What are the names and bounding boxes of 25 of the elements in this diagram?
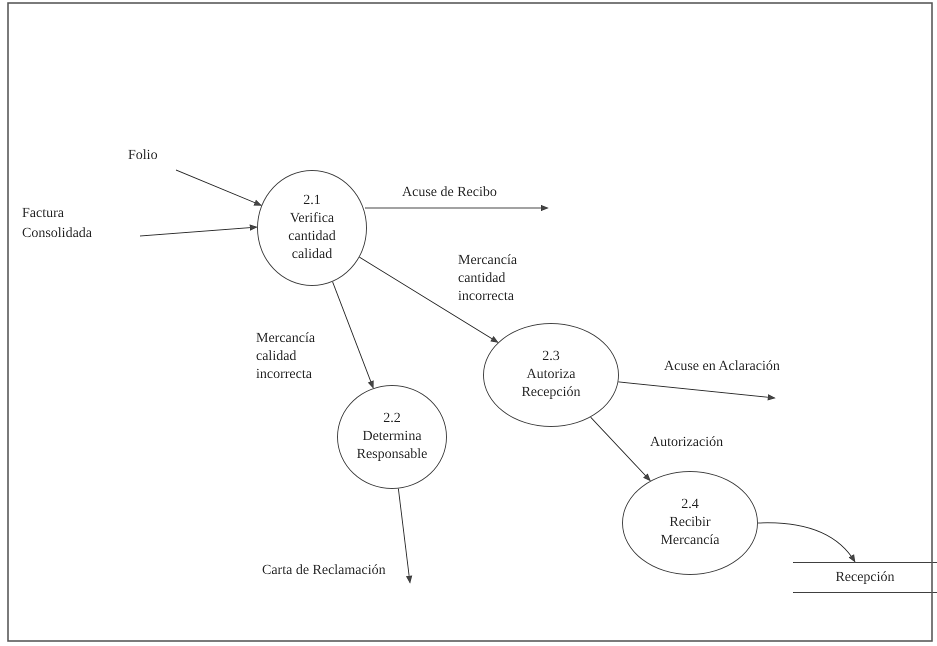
process-number: 2.3 [542, 348, 560, 366]
arrow [758, 522, 856, 563]
process-number: 2.2 [383, 410, 401, 428]
arrow [140, 224, 258, 236]
process-circle [257, 170, 367, 286]
data-flow-label: Folio [128, 146, 178, 166]
process-name: Autoriza Recepción [520, 366, 582, 402]
arrow [332, 281, 374, 389]
arrow [359, 256, 499, 343]
process-name: Verifica cantidad calidad [287, 210, 337, 264]
store-name: Recepción [835, 569, 895, 587]
arrow [364, 204, 549, 212]
process-circle [483, 323, 619, 427]
arrow [176, 170, 262, 206]
arrow [398, 488, 412, 584]
process-number: 2.4 [681, 496, 699, 514]
process-circle [622, 471, 758, 575]
process-circle [337, 385, 447, 489]
data-flow-label: Factura Consolidada [22, 204, 132, 244]
data-store [793, 562, 937, 593]
process-name: Recibir Mercancía [659, 514, 721, 550]
process-number: 2.1 [303, 192, 321, 210]
arrow [618, 381, 776, 400]
arrow [590, 416, 651, 482]
process-name: Determina Responsable [356, 428, 428, 464]
